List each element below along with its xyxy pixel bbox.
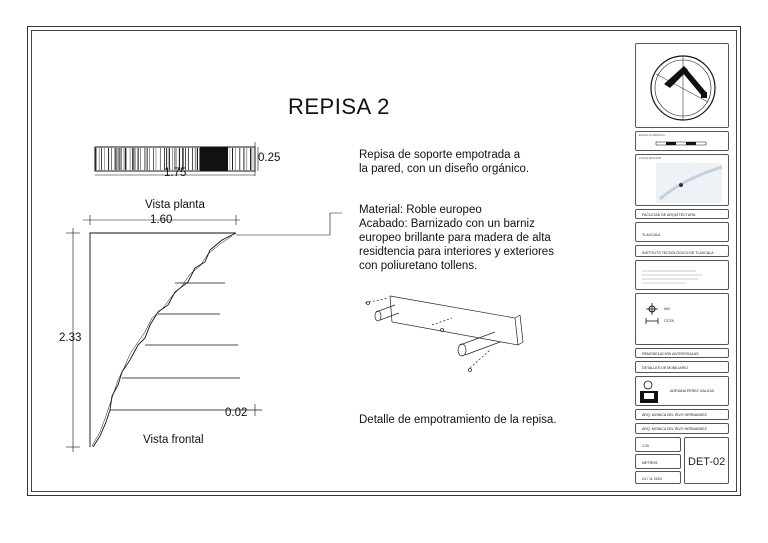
plan-width-dimension: 1.75 bbox=[164, 167, 187, 179]
thickness-dimension: 0.02 bbox=[225, 407, 248, 419]
plan-view bbox=[94, 142, 259, 176]
notes-lines bbox=[642, 270, 702, 284]
graphic-scale-cell: ESCALA GRÁFICA bbox=[635, 131, 729, 151]
scale-bar bbox=[655, 141, 707, 146]
notes-cell bbox=[635, 260, 729, 290]
units-cell: METROS bbox=[635, 454, 681, 469]
reviewer-2-cell: ARQ. MONICA DEL RIVO HERNANDEZ bbox=[635, 423, 729, 434]
drawing-title: REPISA 2 bbox=[288, 94, 390, 119]
scale-cell: 1:20 bbox=[635, 437, 681, 452]
sheet-code: DET-02 bbox=[688, 456, 726, 468]
legend-symbols bbox=[645, 303, 659, 324]
front-width-dimension: 1.60 bbox=[150, 214, 173, 226]
project-cell: REMODELACIÓN ANTEROSALAS bbox=[635, 348, 729, 358]
detail-caption: Detalle de empotramiento de la repisa. bbox=[359, 414, 557, 426]
location-map bbox=[656, 163, 723, 203]
height-dimension: 2.33 bbox=[59, 332, 82, 344]
description-text: Repisa de soporte empotrada a la pared, … bbox=[359, 149, 530, 175]
legend-cell: NIV COTA bbox=[635, 293, 729, 345]
drawing-frame bbox=[31, 30, 737, 492]
plan-name-cell: DETALLES DE MOBILIARIO bbox=[635, 361, 729, 373]
sheet-border bbox=[27, 26, 741, 496]
front-view-label: Vista frontal bbox=[143, 434, 204, 446]
anchoring-detail bbox=[364, 295, 524, 372]
plan-view-label: Vista planta bbox=[145, 199, 205, 211]
compass-logo bbox=[650, 55, 716, 121]
student-cell: ADRIANA PEREZ GALICIA bbox=[635, 376, 729, 406]
sheet-code-cell: DET-02 bbox=[684, 437, 729, 484]
city-cell: TLAXCALA bbox=[635, 222, 729, 242]
plan-depth-dimension: 0.25 bbox=[258, 152, 281, 164]
front-view bbox=[66, 212, 342, 452]
institute-cell: INSTITUTO TECNOLÓGICO DE TLAXCALA bbox=[635, 245, 729, 257]
logo-cell bbox=[635, 43, 729, 128]
faculty-cell: FACULTAD DE ARQUITECTURA bbox=[635, 209, 729, 219]
reviewer-1-cell: ARQ. MONICA DEL RIVO HERNANDEZ bbox=[635, 409, 729, 420]
material-text: Material: Roble europeo Acabado: Barniza… bbox=[359, 204, 554, 272]
date-cell: 24 / 11 2024 bbox=[635, 471, 681, 484]
title-block: ESCALA GRÁFICA LOCALIZACIÓN FACULTAD DE … bbox=[632, 43, 734, 487]
location-cell: LOCALIZACIÓN bbox=[635, 154, 729, 206]
institution-logo bbox=[640, 380, 658, 403]
